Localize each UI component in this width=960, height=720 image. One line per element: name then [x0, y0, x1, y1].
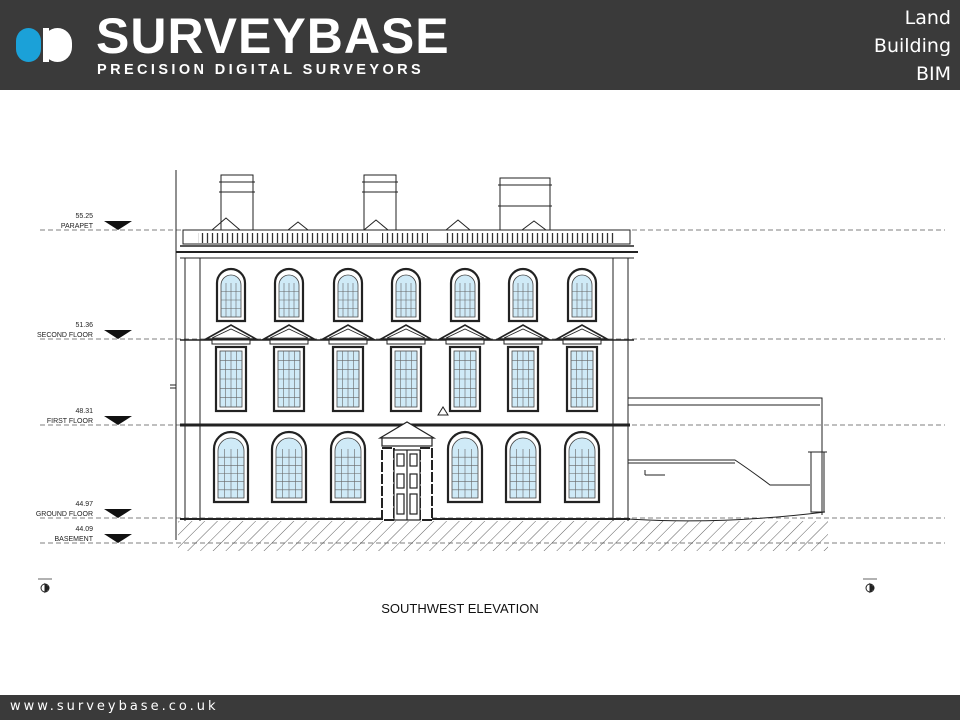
compass-icon-right [863, 578, 877, 594]
surveybase-logo-icon [16, 28, 72, 62]
service-building: Building [873, 35, 951, 57]
ground-hatch [178, 521, 828, 551]
window-first-floor-4-pediment [377, 324, 435, 340]
brand-name: SURVEYBASE [96, 8, 450, 64]
level-label-ground-floor: GROUND FLOOR [36, 511, 93, 518]
window-first-floor-1-pediment [202, 324, 260, 340]
brand-tagline: PRECISION DIGITAL SURVEYORS [97, 62, 425, 78]
elevation-drawing: 55.25 PARAPET 51.36 SECOND FLOOR 48.31 F… [36, 170, 945, 616]
level-label-first-floor: FIRST FLOOR [47, 418, 93, 425]
compass-icon-left [38, 578, 52, 594]
level-value-first-floor: 48.31 [75, 408, 93, 415]
website-url[interactable]: www.surveybase.co.uk [10, 699, 219, 714]
header-bar: SURVEYBASE PRECISION DIGITAL SURVEYORS L… [0, 0, 960, 90]
drawing-title: SOUTHWEST ELEVATION [381, 601, 538, 616]
level-label-parapet: PARAPET [61, 223, 94, 230]
window-first-floor-3-pediment [319, 324, 377, 340]
side-extension [627, 397, 827, 522]
entrance-door [377, 421, 437, 521]
level-value-ground-floor: 44.97 [75, 501, 93, 508]
level-label-basement: BASEMENT [54, 536, 93, 543]
window-first-floor-7-pediment [553, 324, 611, 340]
service-bim: BIM [915, 63, 951, 85]
level-value-second-floor: 51.36 [75, 322, 93, 329]
survey-point-marker [437, 406, 449, 416]
footer-bar: www.surveybase.co.uk [0, 695, 960, 720]
service-land: Land [904, 7, 951, 29]
level-value-parapet: 55.25 [75, 213, 93, 220]
window-first-floor-2-pediment [260, 324, 318, 340]
services-list: Land Building BIM [874, 4, 951, 88]
level-markers [104, 221, 132, 543]
level-label-second-floor: SECOND FLOOR [37, 332, 93, 339]
window-first-floor-5-pediment [436, 324, 494, 340]
level-value-basement: 44.09 [75, 526, 93, 533]
main-building [170, 170, 638, 540]
window-first-floor-6-pediment [494, 324, 552, 340]
windows-group [202, 267, 611, 504]
